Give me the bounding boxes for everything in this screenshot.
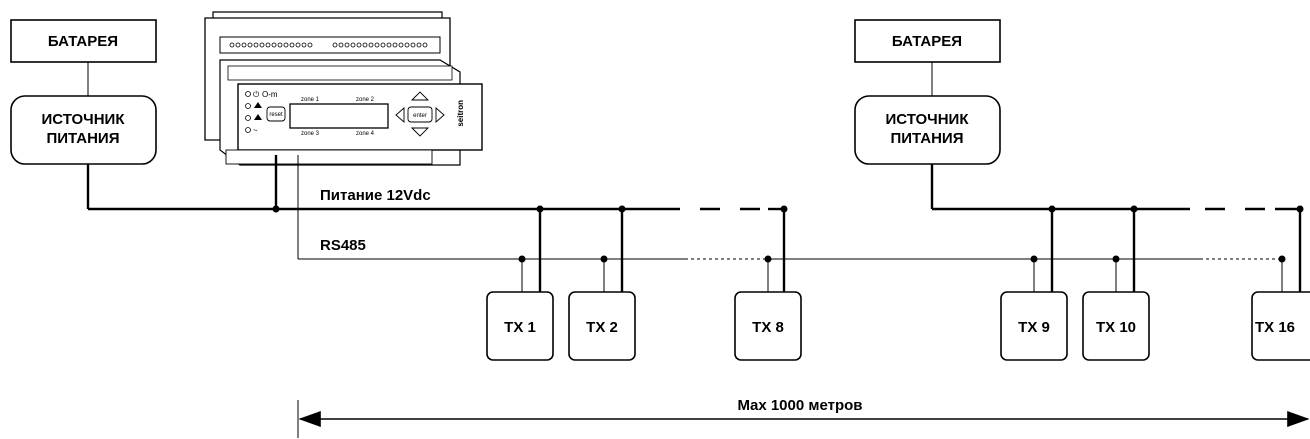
controller-device: ~ ⏻ O-m reset zone 1 zone 2 zone 3 zone … xyxy=(204,11,483,166)
lcd-display xyxy=(289,103,389,129)
psu-right-label-2: ПИТАНИЯ xyxy=(890,130,963,147)
power-bus-label: Питание 12Vdc xyxy=(320,187,431,204)
tx-drops xyxy=(521,209,1302,292)
reset-label: reset xyxy=(269,112,283,118)
brand-logo: seitron xyxy=(456,100,465,127)
zone-2-label: zone 2 xyxy=(356,97,375,103)
status-leds: ~ ⏻ O-m xyxy=(245,90,278,135)
right-key-icon xyxy=(435,107,445,123)
tx-1: TX 1 xyxy=(486,291,554,361)
enter-button xyxy=(407,106,433,123)
battery-right-label: БАТАРЕЯ xyxy=(892,33,962,50)
terminal-row-top xyxy=(229,42,428,48)
down-key-icon xyxy=(410,127,430,137)
power-bus xyxy=(86,155,1300,211)
zone-1-label: zone 1 xyxy=(301,97,320,103)
terminal-row-bottom xyxy=(225,149,433,165)
svg-text:~: ~ xyxy=(253,126,258,135)
nav-keypad: enter xyxy=(395,91,445,137)
tx-2: TX 2 xyxy=(568,291,636,361)
tx-8-label: TX 8 xyxy=(752,319,784,336)
zone-4-label: zone 4 xyxy=(356,131,375,137)
battery-left-box xyxy=(10,19,157,63)
distance-label: Max 1000 метров xyxy=(737,397,862,414)
psu-left-label-2: ПИТАНИЯ xyxy=(46,130,119,147)
svg-text:⏻: ⏻ xyxy=(253,90,260,99)
psu-left-label-1: ИСТОЧНИК xyxy=(41,111,125,128)
zone-3-label: zone 3 xyxy=(301,131,320,137)
rs485-bus-label: RS485 xyxy=(320,237,366,254)
psu-right-label-1: ИСТОЧНИК xyxy=(885,111,969,128)
svg-text:O-m: O-m xyxy=(262,90,278,99)
tx-9: TX 9 xyxy=(1000,291,1068,361)
tx-16: TX 16 xyxy=(1251,291,1310,361)
tx-16-label: TX 16 xyxy=(1255,319,1295,336)
tx-10-label: TX 10 xyxy=(1096,319,1136,336)
battery-left-label: БАТАРЕЯ xyxy=(48,33,118,50)
tx-1-label: TX 1 xyxy=(504,319,536,336)
left-key-icon xyxy=(395,107,405,123)
battery-right-box xyxy=(854,19,1001,63)
tx-8: TX 8 xyxy=(734,291,802,361)
tx-9-label: TX 9 xyxy=(1018,319,1050,336)
reset-button xyxy=(266,106,286,122)
up-key-icon xyxy=(410,91,430,101)
psu-right-box xyxy=(854,95,1001,165)
psu-left-box xyxy=(10,95,157,165)
junction-dot xyxy=(272,205,280,213)
tx-10: TX 10 xyxy=(1082,291,1150,361)
enter-label: enter xyxy=(413,113,427,119)
rs485-bus xyxy=(297,155,1282,260)
tx-2-label: TX 2 xyxy=(586,319,618,336)
